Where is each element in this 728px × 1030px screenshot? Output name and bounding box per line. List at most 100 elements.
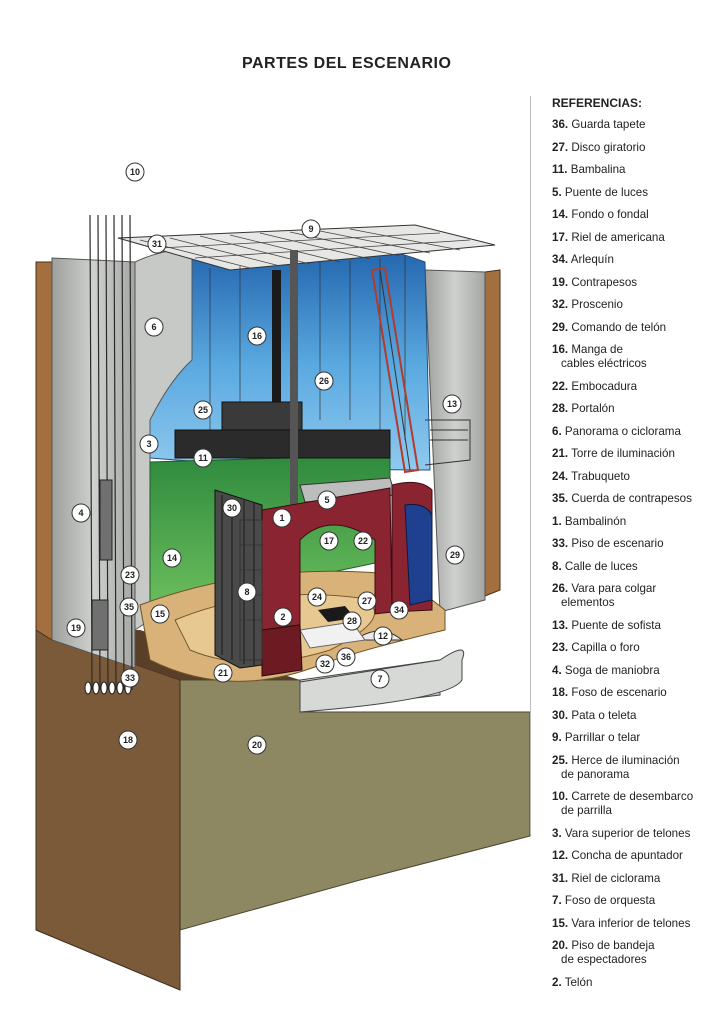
left-curtain <box>214 489 263 669</box>
svg-text:11: 11 <box>198 453 208 463</box>
legend-item-label: Herce de iluminación <box>571 753 680 767</box>
legend-item: 3. Vara superior de telones <box>552 827 728 850</box>
callout-6: 6 <box>144 317 164 337</box>
legend-item-number: 6. <box>552 424 562 438</box>
legend-item-label: Trabuqueto <box>571 469 631 483</box>
legend-item-number: 12. <box>552 849 569 862</box>
legend-item: 31. Riel de ciclorama <box>552 872 728 895</box>
upper-light-batten <box>221 401 303 433</box>
legend-item: 12. Concha de apuntador <box>552 849 728 872</box>
legend-item-label: Carrete de desembarco <box>571 790 694 803</box>
svg-text:5: 5 <box>324 495 329 505</box>
legend-item-number: 26. <box>552 582 569 595</box>
svg-text:21: 21 <box>218 668 228 678</box>
legend-item: 24. Trabuqueto <box>552 470 728 493</box>
legend-item: 27. Disco giratorio <box>552 141 728 164</box>
legend-item: 1. Bambalinón <box>552 515 728 538</box>
svg-text:7: 7 <box>377 674 382 684</box>
legend-item-continuation: de parrilla <box>561 804 612 817</box>
legend-item-number: 32. <box>552 298 569 311</box>
legend-item-label: Capilla o foro <box>571 641 640 654</box>
legend-item-label: Guarda tapete <box>571 118 646 131</box>
legend-item-label: Proscenio <box>571 298 623 311</box>
legend-item: 36. Guarda tapete <box>552 118 728 141</box>
callout-18: 18 <box>118 730 138 750</box>
legend-item-number: 30. <box>552 708 569 722</box>
callout-23: 23 <box>120 565 140 585</box>
legend-item-continuation: de panorama <box>561 767 630 781</box>
callout-badges: 10 31 9 6 16 26 25 13 3 11 5 4 30 1 17 2… <box>66 162 465 755</box>
legend-item: 5. Puente de luces <box>552 186 728 209</box>
legend-item-label: Piso de bandeja <box>571 939 655 952</box>
legend-item: 17. Riel de americana <box>552 231 728 254</box>
svg-text:35: 35 <box>124 602 134 612</box>
callout-31: 31 <box>147 234 167 254</box>
legend-item: 28. Portalón <box>552 402 728 425</box>
svg-text:18: 18 <box>123 735 133 745</box>
legend-item-continuation: de espectadores <box>561 953 647 966</box>
svg-text:27: 27 <box>362 596 372 606</box>
legend-item-label: Calle de luces <box>564 559 638 573</box>
svg-text:16: 16 <box>252 331 262 341</box>
legend-item: 6. Panorama o ciclorama <box>552 425 728 448</box>
legend-item-label: Riel de americana <box>571 230 665 244</box>
svg-text:25: 25 <box>198 405 208 415</box>
callout-11: 11 <box>193 448 213 468</box>
legend-item-number: 11. <box>552 163 568 176</box>
svg-text:6: 6 <box>151 322 156 332</box>
legend-item: 14. Fondo o fondal <box>552 208 728 231</box>
callout-10: 10 <box>125 162 145 182</box>
legend-item-label: Comando de telón <box>571 320 667 334</box>
legend-item: 4. Soga de maniobra <box>552 664 728 687</box>
right-fly-gallery <box>424 419 471 466</box>
legend-item-number: 29. <box>552 320 569 334</box>
legend-divider <box>530 96 531 834</box>
callout-33: 33 <box>120 668 140 688</box>
svg-text:3: 3 <box>146 439 151 449</box>
legend-item: 18. Foso de escenario <box>552 686 728 709</box>
legend-item-continuation: cables eléctricos <box>561 357 647 370</box>
svg-text:20: 20 <box>252 740 262 750</box>
legend-item-number: 22. <box>552 379 569 393</box>
legend-item: 35. Cuerda de contrapesos <box>552 492 728 515</box>
legend-item-number: 13. <box>552 618 569 632</box>
svg-text:1: 1 <box>279 513 284 523</box>
callout-19: 19 <box>66 618 86 638</box>
callout-20: 20 <box>247 735 267 755</box>
legend-item-label: Fondo o fondal <box>571 208 649 221</box>
callout-17: 17 <box>319 531 339 551</box>
callout-25: 25 <box>193 400 213 420</box>
panorama-left <box>134 247 193 631</box>
legend-item-number: 9. <box>552 731 562 744</box>
legend-item-label: Foso de orquesta <box>564 894 656 907</box>
legend-item-number: 14. <box>552 208 569 221</box>
left-wall <box>35 261 53 641</box>
right-grey-wall <box>424 269 486 613</box>
legend-item-number: 19. <box>552 275 569 289</box>
legend-item-label: Bambalina <box>570 163 626 176</box>
legend-item-number: 28. <box>552 402 569 415</box>
legend-heading: REFERENCIAS: <box>552 96 643 110</box>
legend-item-label: Concha de apuntador <box>571 849 683 862</box>
legend-item: 13. Puente de sofista <box>552 619 728 642</box>
callout-14: 14 <box>162 548 182 568</box>
callout-13: 13 <box>442 394 462 414</box>
callout-3: 3 <box>139 434 159 454</box>
svg-text:8: 8 <box>244 587 249 597</box>
legend-item-number: 4. <box>552 663 562 677</box>
right-scaffold <box>370 266 420 474</box>
callout-27: 27 <box>357 591 377 611</box>
callout-5: 5 <box>317 490 337 510</box>
legend-item-label: Bambalinón <box>564 514 627 528</box>
legend-item: 15. Vara inferior de telones <box>552 917 728 940</box>
svg-text:31: 31 <box>152 239 162 249</box>
legend-item-label: Piso de escenario <box>571 537 664 550</box>
callout-1: 1 <box>272 508 292 528</box>
legend-item-label: Contrapesos <box>571 275 638 289</box>
